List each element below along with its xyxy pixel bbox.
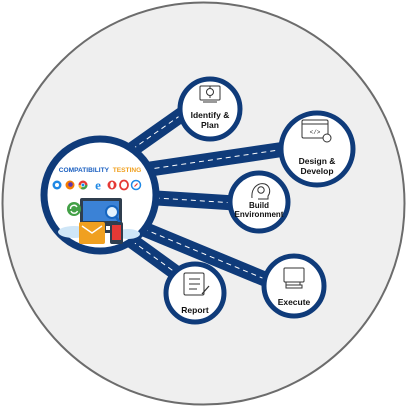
phone-icon: [110, 222, 123, 244]
node-report-label: Report: [181, 305, 209, 315]
browser-icons-row: e: [52, 178, 142, 193]
node-design-line2: Develop: [300, 166, 333, 176]
sync-icon: [67, 202, 81, 216]
node-report: Report: [163, 261, 227, 325]
node-identify-line2: Plan: [201, 120, 219, 130]
gear-cloud-icon: [199, 85, 221, 103]
node-build-line2: Environment: [235, 210, 284, 219]
ie-icon: e: [95, 178, 101, 193]
svg-text:</>: </>: [310, 129, 321, 136]
checklist-icon: [183, 272, 210, 296]
gear-head-icon: [251, 183, 271, 200]
node-execute-label: Execute: [278, 297, 311, 307]
hub-title-part2: TESTING: [113, 167, 142, 174]
node-build-environment: Build Environment: [227, 170, 291, 234]
node-identify-plan: Identify & Plan: [177, 76, 243, 142]
svg-text:e: e: [95, 178, 101, 193]
monitor-books-icon: [283, 267, 305, 289]
node-build-line1: Build: [249, 201, 269, 210]
opera-gx-icon: [119, 179, 129, 191]
hub-title-part1: COMPATIBILITY: [59, 167, 110, 174]
devices-illustration: [58, 198, 140, 244]
safari-icon: [130, 179, 142, 191]
node-design-develop: </> Design & Develop: [278, 110, 356, 188]
edge-icon: [52, 180, 62, 190]
node-execute: Execute: [261, 253, 327, 319]
hub-node: COMPATIBILITY TESTING e: [40, 135, 160, 255]
node-identify-line1: Identify &: [191, 110, 230, 120]
node-design-line1: Design &: [299, 156, 336, 166]
opera-icon: [107, 180, 117, 190]
code-window-icon: </>: [301, 119, 332, 143]
chrome-icon: [78, 180, 88, 190]
tablet-icon: [79, 222, 105, 244]
firefox-icon: [65, 180, 75, 190]
hub-title: COMPATIBILITY TESTING: [59, 167, 142, 174]
